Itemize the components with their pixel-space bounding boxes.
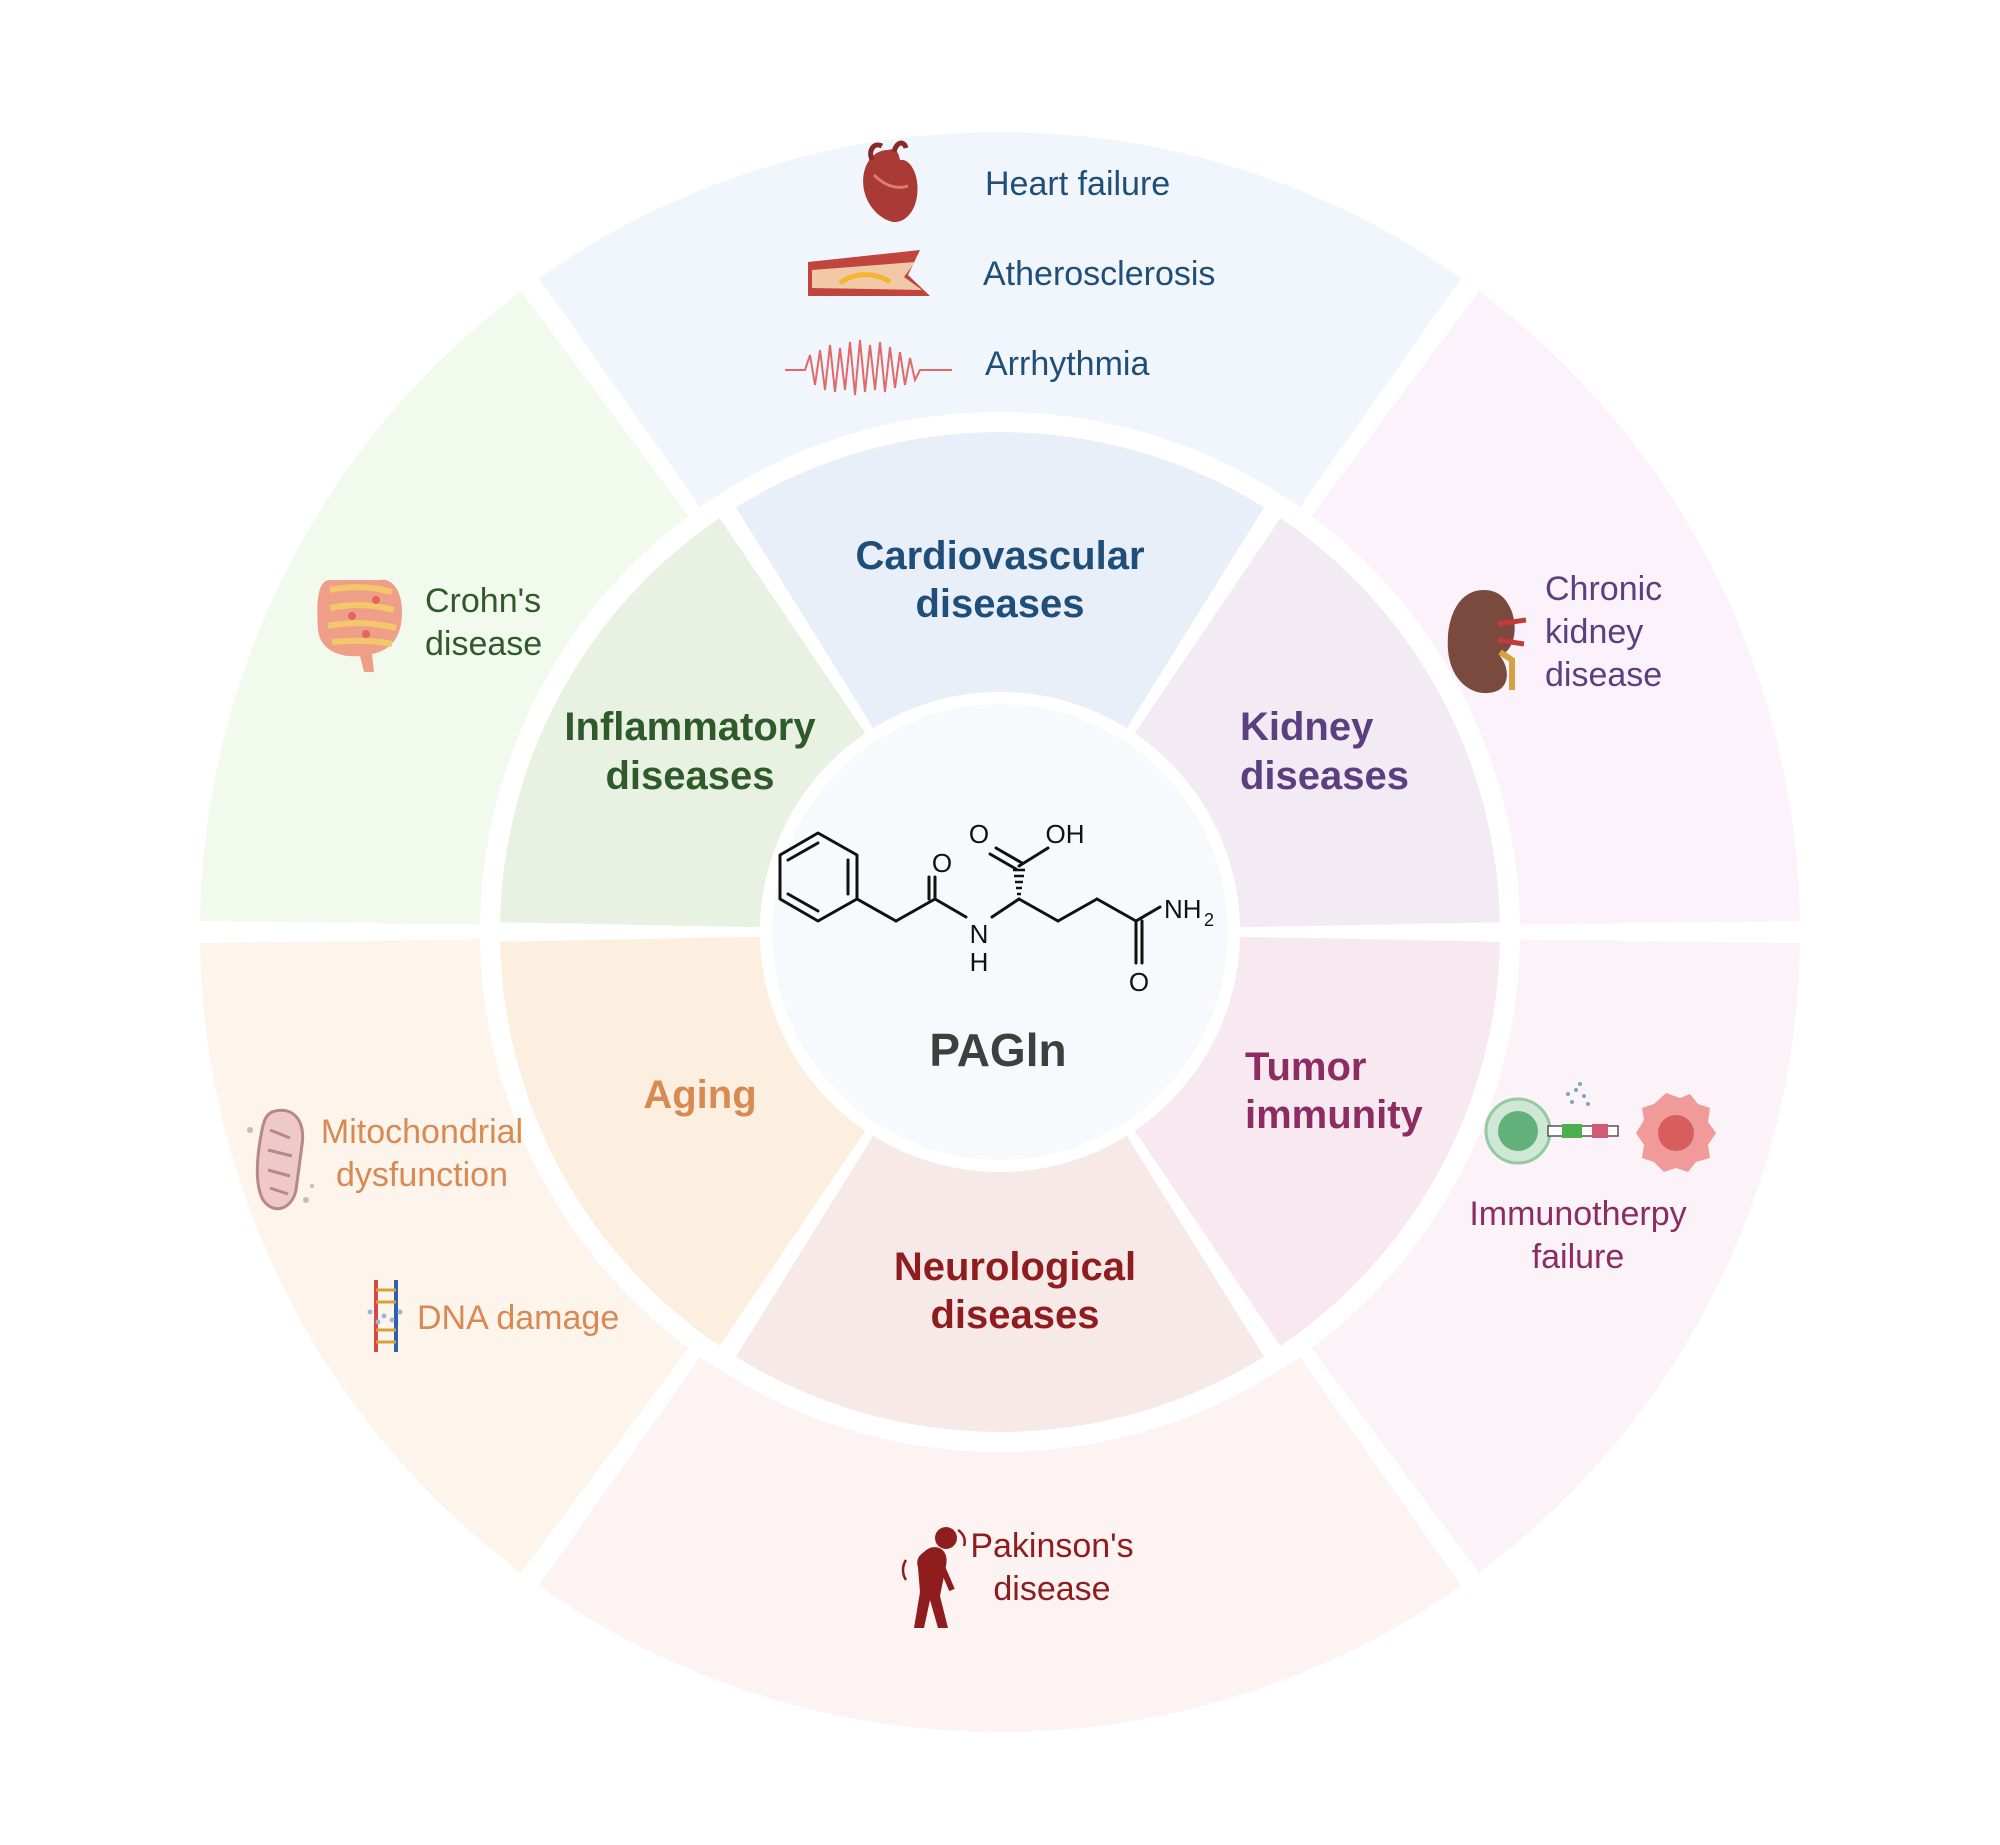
category-aging: Aging <box>643 1073 756 1117</box>
inner-sector-inflam <box>500 518 866 928</box>
disease-mito-line1: Mitochondrial <box>321 1113 523 1151</box>
category-tumor: Tumor immunity <box>1245 1045 1424 1137</box>
category-cardiovascular: Cardiovascular diseases <box>855 534 1144 626</box>
disease-arrhythmia: Arrhythmia <box>985 345 1149 383</box>
category-label-line2: diseases <box>605 754 774 798</box>
category-neurological: Neurological diseases <box>894 1245 1136 1337</box>
disease-atherosclerosis: Atherosclerosis <box>983 255 1215 293</box>
disease-crohns: Crohn's disease <box>425 582 542 663</box>
kidney-icon <box>1447 590 1527 694</box>
atom-o-amide: O <box>932 848 952 878</box>
category-label-line2: immunity <box>1245 1093 1424 1137</box>
atom-o-acid: O <box>969 819 989 849</box>
disease-ckd-line1: Chronic <box>1545 570 1662 608</box>
stereo-hash-bond <box>1013 868 1025 896</box>
heart-icon <box>863 140 918 222</box>
category-label-line1: Kidney <box>1240 705 1374 749</box>
category-label-line1: Tumor <box>1245 1045 1366 1089</box>
dna-icon <box>367 1280 403 1352</box>
category-label-line2: diseases <box>1240 754 1409 798</box>
outer-sector-cardio <box>538 131 1462 508</box>
intestine-icon <box>317 579 402 672</box>
inner-sector-cardio <box>735 432 1265 729</box>
atom-o-carboxamide: O <box>1129 967 1149 997</box>
category-label-line1: Cardiovascular <box>855 534 1144 578</box>
category-label-line2: diseases <box>915 582 1084 626</box>
category-kidney: Kidney diseases <box>1240 705 1409 798</box>
disease-immunotherapy-line2: failure <box>1532 1238 1625 1276</box>
category-label-line1: Aging <box>643 1073 756 1117</box>
artery-plaque-icon <box>808 250 930 296</box>
inner-sector-tumor <box>1134 936 1500 1346</box>
disease-ckd-line2: kidney <box>1545 613 1643 651</box>
disease-dna-damage: DNA damage <box>417 1299 619 1337</box>
disease-ckd-line3: disease <box>1545 656 1662 694</box>
ecg-waveform-icon <box>785 339 952 396</box>
disease-parkinsons-line2: disease <box>993 1570 1110 1608</box>
disease-crohns-line1: Crohn's <box>425 582 541 620</box>
disease-chronic-kidney: Chronic kidney disease <box>1545 570 1662 694</box>
disease-mito-line2: dysfunction <box>336 1156 508 1194</box>
category-inflammatory: Inflammatory diseases <box>564 705 816 798</box>
mitochondria-icon <box>247 1108 314 1211</box>
inner-sector-kidney <box>1134 518 1500 928</box>
disease-parkinsons: Pakinson's disease <box>970 1527 1133 1608</box>
disease-heart-failure: Heart failure <box>985 165 1170 203</box>
disease-mitochondrial-dysfunction: Mitochondrial dysfunction <box>321 1113 523 1194</box>
atom-nh-subscript: 2 <box>1204 910 1214 930</box>
category-label-line2: diseases <box>930 1293 1099 1337</box>
atom-nh: NH <box>1164 894 1202 924</box>
wheel-sectors <box>200 131 1800 1732</box>
center-label: PAGln <box>929 1024 1066 1076</box>
parkinson-person-icon <box>901 1527 966 1628</box>
inner-sector-aging <box>500 936 866 1346</box>
outer-sector-inflam <box>200 291 689 925</box>
inner-sector-neuro <box>735 1135 1265 1432</box>
disease-immunotherapy-line1: Immunotherpy <box>1469 1195 1686 1233</box>
atom-n: N <box>970 919 989 949</box>
category-label-line1: Inflammatory <box>564 705 816 749</box>
disease-crohns-line2: disease <box>425 625 542 663</box>
immune-cell-tumor-icon <box>1484 1082 1716 1172</box>
disease-parkinsons-line1: Pakinson's <box>970 1527 1133 1565</box>
pagln-structure-icon <box>778 831 1162 965</box>
atom-oh: OH <box>1046 819 1085 849</box>
outer-sector-aging <box>200 939 689 1573</box>
disease-immunotherapy-failure: Immunotherpy failure <box>1469 1195 1686 1276</box>
outer-sector-kidney <box>1311 291 1800 925</box>
outer-sector-neuro <box>538 1356 1462 1732</box>
category-label-line1: Neurological <box>894 1245 1136 1289</box>
center-circle <box>772 704 1228 1160</box>
atom-h: H <box>970 947 989 977</box>
